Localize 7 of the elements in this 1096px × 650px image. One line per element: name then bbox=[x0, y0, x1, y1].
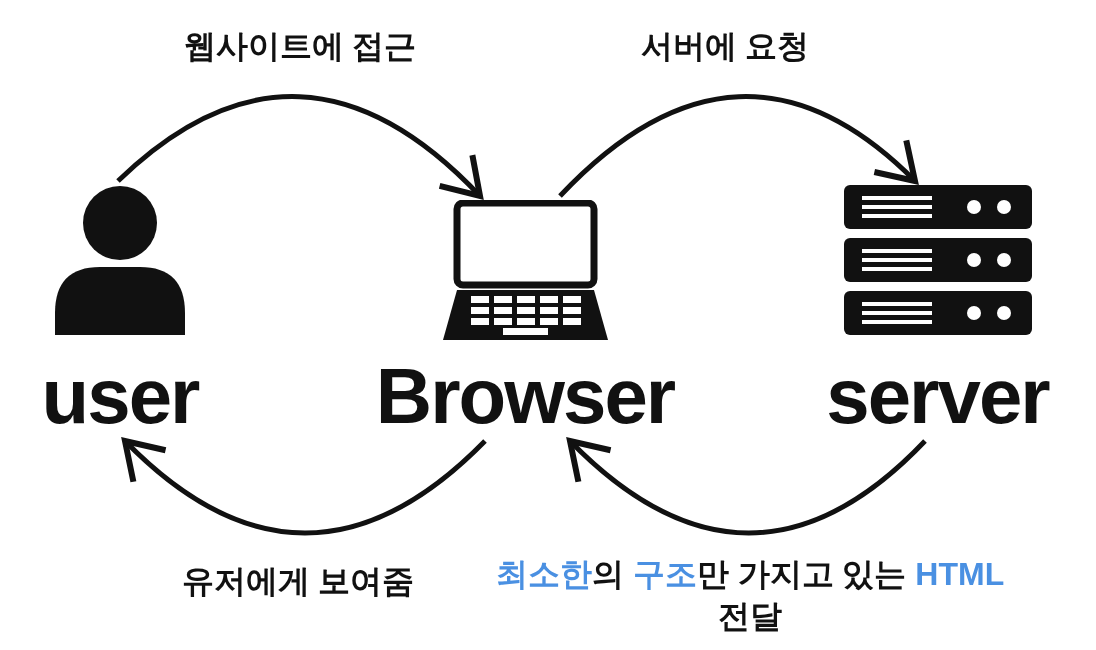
curved-arrow bbox=[567, 438, 927, 536]
node-label: Browser bbox=[375, 357, 675, 435]
curved-arrow bbox=[558, 94, 918, 198]
curved-arrow bbox=[116, 94, 483, 199]
node-label: server bbox=[826, 357, 1049, 435]
curved-arrow bbox=[122, 438, 487, 536]
node-label: user bbox=[41, 357, 199, 435]
